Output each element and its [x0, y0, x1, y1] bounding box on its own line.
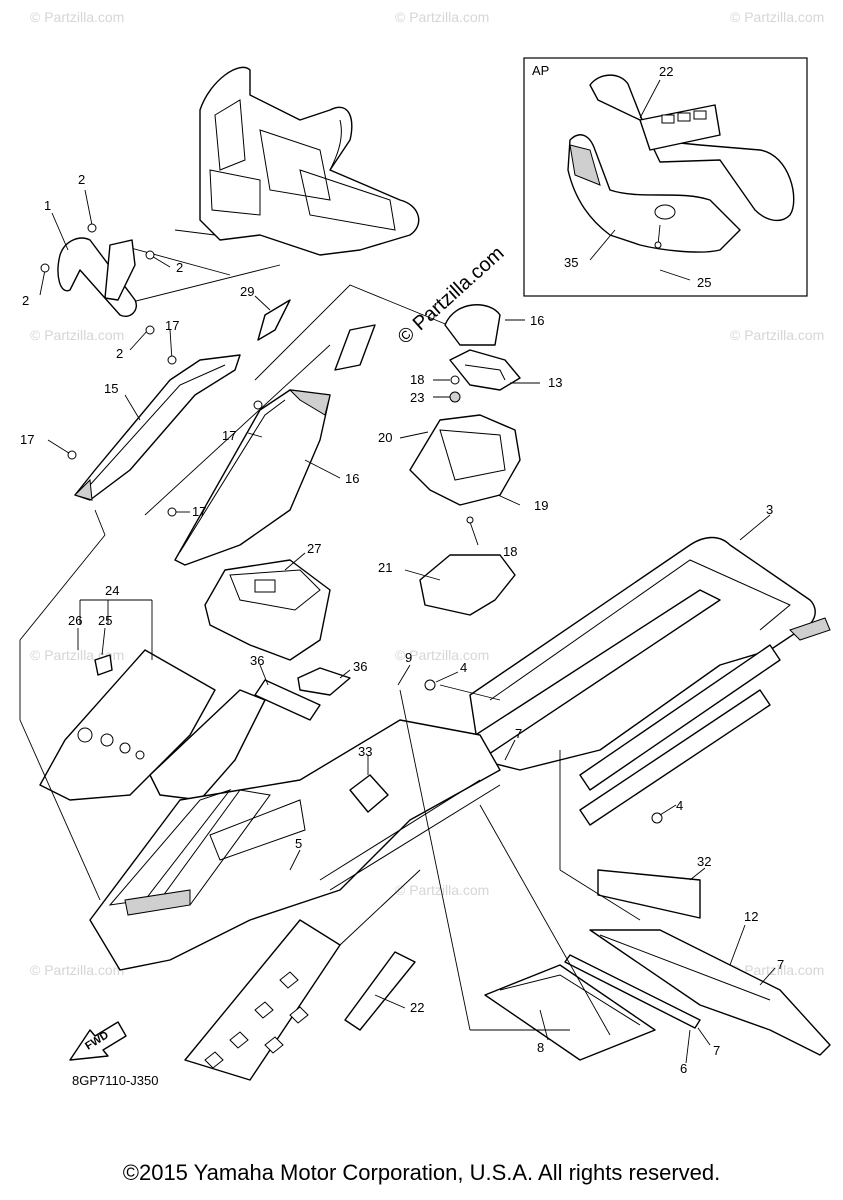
- plate-8: 8: [484, 964, 656, 1061]
- callout-15: 15: [104, 381, 118, 396]
- diagram-code: 8GP7110-J350: [72, 1073, 159, 1088]
- callout-20: 20: [378, 430, 392, 445]
- cover-assembly-top: 16 13 18 23: [410, 304, 562, 405]
- callout-14: 16: [345, 471, 359, 486]
- callout-2: 2: [116, 346, 123, 361]
- grab-bracket-left: 1 2 2 2 2: [22, 172, 183, 361]
- tunnel-frame: 33 5: [89, 719, 501, 971]
- battery-box-27: 27: [204, 541, 331, 661]
- callout-6: 6: [680, 1061, 687, 1076]
- lower-tunnel: [184, 869, 421, 1081]
- side-cover-left: 15 17 17: [20, 318, 241, 501]
- callout-24: 24: [105, 583, 119, 598]
- callout-2: 2: [78, 172, 85, 187]
- rear-cover-assembly: 20 19 18: [378, 414, 548, 559]
- callout-17: 17: [222, 428, 236, 443]
- pad-35: [297, 667, 351, 696]
- callout-35: 36: [353, 659, 367, 674]
- callout-2: 2: [22, 293, 29, 308]
- decal-28: [334, 324, 376, 371]
- callout-36: 36: [250, 653, 264, 668]
- callout-16: 16: [530, 313, 544, 328]
- cover-part: [567, 134, 741, 253]
- callout-31: 35: [564, 255, 578, 270]
- callout-25: 25: [98, 613, 112, 628]
- callout-13: 13: [548, 375, 562, 390]
- callout-32: 25: [697, 275, 711, 290]
- rail-parts: 6 7 7 12: [564, 909, 831, 1076]
- watermarks: © Partzilla.com © Partzilla.com © Partzi…: [30, 9, 824, 978]
- mat-21: [419, 554, 516, 616]
- callout-33: 32: [697, 854, 711, 869]
- watermark: © Partzilla.com: [30, 9, 124, 25]
- strip-22: [344, 951, 416, 1031]
- top-frame: [119, 66, 420, 306]
- callout-18: 18: [503, 544, 517, 559]
- callout-17: 17: [165, 318, 179, 333]
- rear-rack-3: 3 4 4 7: [424, 502, 831, 826]
- fwd-arrow-icon: FWD: [69, 1021, 127, 1061]
- callout-26: 26: [68, 613, 82, 628]
- callout-34: 33: [358, 744, 372, 759]
- inset-box: AP 22 35 25: [523, 57, 808, 297]
- callout-5: 5: [295, 836, 302, 851]
- callout-10: 7: [515, 726, 522, 741]
- watermark: © Partzilla.com: [30, 327, 124, 343]
- watermark: © Partzilla.com: [730, 327, 824, 343]
- callout-17: 17: [192, 504, 206, 519]
- bracket-34: [349, 774, 389, 813]
- copyright-notice: ©2015 Yamaha Motor Corporation, U.S.A. A…: [122, 1160, 721, 1185]
- watermark: © Partzilla.com: [395, 9, 489, 25]
- reference-lines: [19, 509, 641, 1036]
- strip-36: [254, 679, 321, 721]
- watermark: © Partzilla.com: [395, 647, 489, 663]
- callout-23: 23: [410, 390, 424, 405]
- callout-30: 22: [659, 64, 673, 79]
- callout-29: 29: [240, 284, 254, 299]
- callout-12: 12: [744, 909, 758, 924]
- decal-29: [257, 299, 291, 341]
- callout-11: 7: [777, 957, 784, 972]
- watermark: © Partzilla.com: [395, 882, 489, 898]
- callout-7: 7: [713, 1043, 720, 1058]
- inset-label: AP: [532, 63, 549, 78]
- side-cover-right: 16 17 17: [167, 389, 359, 566]
- callout-17: 17: [20, 432, 34, 447]
- callout-9: 9: [405, 650, 412, 665]
- callout-8: 8: [537, 1040, 544, 1055]
- callout-2: 2: [176, 260, 183, 275]
- callout-4: 4: [460, 660, 467, 675]
- callout-27: 27: [307, 541, 321, 556]
- callout-1: 1: [44, 198, 51, 213]
- callout-21: 21: [378, 560, 392, 575]
- callout-19: 19: [534, 498, 548, 513]
- watermark: © Partzilla.com: [730, 9, 824, 25]
- plate-33: [597, 869, 701, 919]
- bracket-part: [639, 104, 721, 151]
- callout-3: 3: [766, 502, 773, 517]
- watermark: © Partzilla.com: [30, 962, 124, 978]
- callout-4: 4: [676, 798, 683, 813]
- callout-22: 22: [410, 1000, 424, 1015]
- grab-bar-part: [589, 74, 795, 222]
- callout-18: 18: [410, 372, 424, 387]
- floor-panel-24: 24 26 25: [39, 583, 266, 801]
- watermark: © Partzilla.com: [730, 962, 824, 978]
